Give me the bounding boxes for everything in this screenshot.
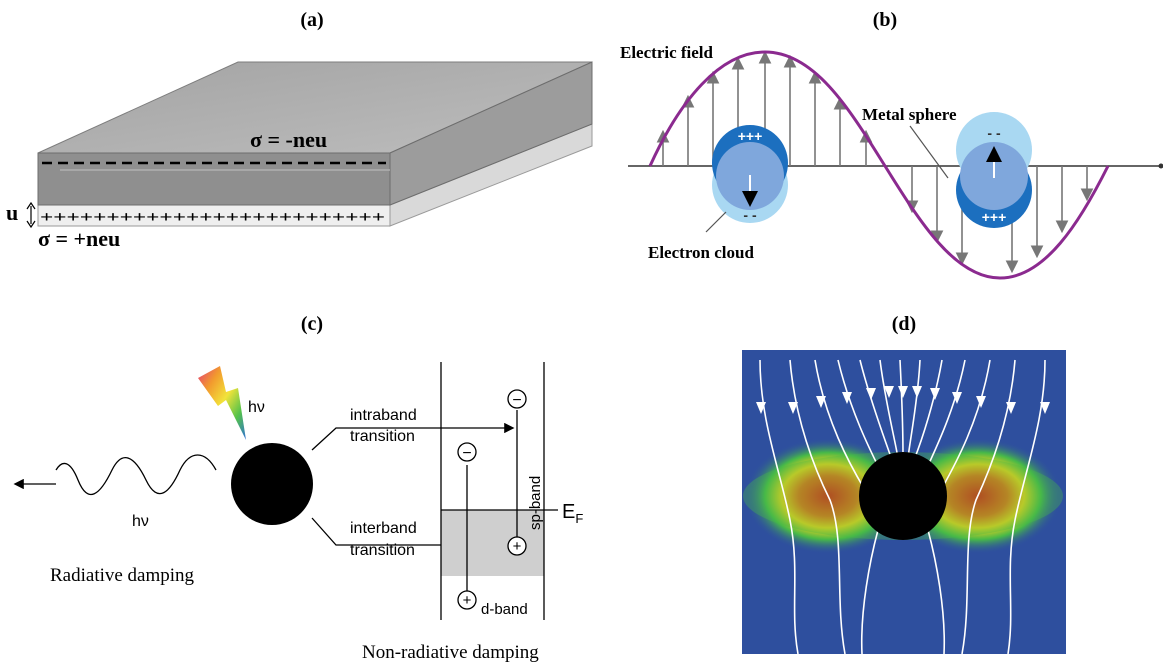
panel-d-label: (d) xyxy=(892,313,916,335)
panel-a-label: (a) xyxy=(300,9,323,31)
svg-text:−: − xyxy=(462,445,471,462)
hole-interband: + xyxy=(457,590,477,610)
panel-b-label: (b) xyxy=(873,9,897,31)
displacement-label: u xyxy=(6,200,18,225)
hole-intraband: + xyxy=(507,536,527,556)
panel-c-label: (c) xyxy=(301,313,323,335)
svg-text:- -: - - xyxy=(743,207,757,223)
field-lines xyxy=(759,359,1046,654)
positive-charge-row: ++++++++++++++++++++++++++ xyxy=(40,209,385,226)
svg-text:interband: interband xyxy=(350,520,417,537)
nanoparticle xyxy=(231,443,313,525)
metal-sphere-label: Metal sphere xyxy=(862,105,957,124)
panel-c: (c) hν hν Radiative damping intraband tr… xyxy=(13,313,583,662)
svg-text:intraband: intraband xyxy=(350,407,417,424)
light-bolt-icon xyxy=(198,366,246,440)
svg-text:+++: +++ xyxy=(982,209,1007,225)
panel-b: (b) xyxy=(620,9,1163,280)
interband-arrow xyxy=(311,517,465,551)
svg-text:+: + xyxy=(463,592,472,609)
electric-field-wave xyxy=(648,50,1110,280)
svg-text:+: + xyxy=(513,538,522,555)
panel-d: (d) xyxy=(742,313,1066,654)
slab-front-face xyxy=(37,152,391,206)
nanoparticle-d xyxy=(859,452,947,540)
metal-sphere-2: - - +++ xyxy=(956,112,1032,228)
filled-band-region xyxy=(441,510,544,576)
d-band-label: d-band xyxy=(481,601,528,618)
nonradiative-damping-label: Non-radiative damping xyxy=(362,642,539,662)
top-charge-label: σ = -neu xyxy=(250,127,327,152)
sp-band-label: sp-band xyxy=(527,476,544,530)
svg-text:- -: - - xyxy=(987,125,1001,141)
svg-text:transition: transition xyxy=(350,542,415,559)
emitted-photon-label: hν xyxy=(132,513,149,530)
sphere-leader xyxy=(909,125,949,179)
slab-side-face xyxy=(389,61,593,206)
intraband-arrow xyxy=(311,422,515,451)
electron-intraband: − xyxy=(507,389,527,409)
electron-cloud-label: Electron cloud xyxy=(648,243,754,262)
electron-interband: − xyxy=(457,442,477,462)
cloud-leader xyxy=(705,211,727,233)
metal-sphere-1: +++ - - xyxy=(712,125,788,223)
svg-text:+++: +++ xyxy=(738,128,763,144)
electric-field-label: Electric field xyxy=(620,43,714,62)
fermi-label: EF xyxy=(562,501,583,526)
radiative-damping-label: Radiative damping xyxy=(50,565,195,586)
field-arrowheads xyxy=(756,386,1050,414)
panel-a: (a) σ = -neu ++++++++++++++++++++++++++ … xyxy=(6,9,593,251)
bottom-charge-label: σ = +neu xyxy=(38,226,120,251)
svg-text:transition: transition xyxy=(350,428,415,445)
emitted-wave xyxy=(55,454,217,495)
svg-text:−: − xyxy=(512,392,521,409)
incident-photon-label: hν xyxy=(248,399,265,416)
